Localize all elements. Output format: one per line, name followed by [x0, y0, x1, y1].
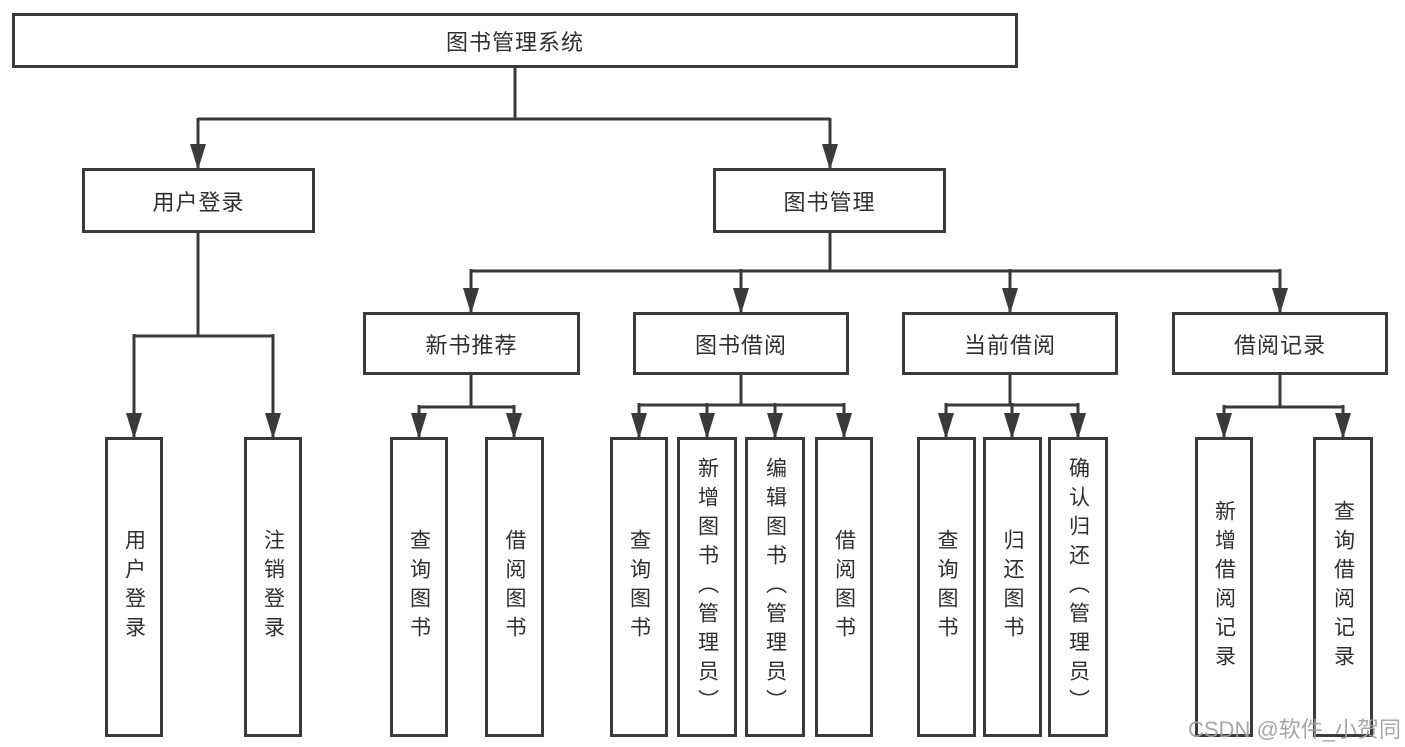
leaf-add-borrow-record: 新增借阅记录 — [1195, 437, 1253, 737]
leaf-confirm-return-admin: 确认归还（管理员） — [1048, 437, 1108, 737]
node-label: 借阅记录 — [1233, 332, 1326, 358]
node-borrow-records: 借阅记录 — [1172, 312, 1388, 375]
leaf-label: 借阅图书 — [503, 529, 526, 645]
leaf-return-books: 归还图书 — [983, 437, 1042, 737]
leaf-label: 注销登录 — [261, 529, 285, 645]
leaf-label: 归还图书 — [1001, 529, 1024, 645]
leaf-label: 确认归还（管理员） — [1066, 456, 1090, 718]
leaf-query-borrow-record: 查询借阅记录 — [1313, 437, 1373, 737]
csdn-watermark: CSDN @软件_小贺同学 — [1188, 717, 1402, 742]
leaf-label: 编辑图书（管理员） — [763, 456, 787, 718]
leaf-label: 借阅图书 — [832, 529, 856, 645]
node-book-borrow: 图书借阅 — [633, 312, 849, 375]
node-current-borrow: 当前借阅 — [902, 312, 1118, 375]
leaf-label: 用户登录 — [122, 529, 146, 645]
leaf-label: 新增借阅记录 — [1212, 500, 1236, 674]
leaf-label: 查询借阅记录 — [1331, 500, 1355, 674]
node-label: 用户登录 — [152, 189, 245, 215]
leaf-add-books-admin: 新增图书（管理员） — [677, 437, 737, 737]
node-new-book-recommend: 新书推荐 — [363, 312, 580, 375]
node-label: 新书推荐 — [425, 332, 518, 358]
leaf-logout: 注销登录 — [244, 437, 302, 737]
node-book-management: 图书管理 — [713, 168, 946, 233]
node-label: 图书管理 — [783, 189, 876, 215]
leaf-label: 新增图书（管理员） — [695, 456, 719, 718]
leaf-edit-books-admin: 编辑图书（管理员） — [745, 437, 805, 737]
node-label: 图书借阅 — [694, 332, 787, 358]
leaf-label: 查询图书 — [935, 529, 958, 645]
leaf-borrow-query-books: 查询图书 — [610, 437, 668, 737]
node-label: 图书管理系统 — [445, 29, 584, 55]
node-label: 当前借阅 — [963, 332, 1056, 358]
leaf-borrow-borrow-books: 借阅图书 — [815, 437, 873, 737]
leaf-newrec-borrow-books: 借阅图书 — [485, 437, 544, 737]
leaf-label: 查询图书 — [627, 529, 651, 645]
leaf-user-login: 用户登录 — [105, 437, 163, 737]
leaf-current-query-books: 查询图书 — [917, 437, 976, 737]
leaf-label: 查询图书 — [407, 529, 431, 645]
node-user-login: 用户登录 — [82, 168, 315, 233]
leaf-newrec-query-books: 查询图书 — [390, 437, 448, 737]
node-root-system: 图书管理系统 — [12, 13, 1018, 68]
